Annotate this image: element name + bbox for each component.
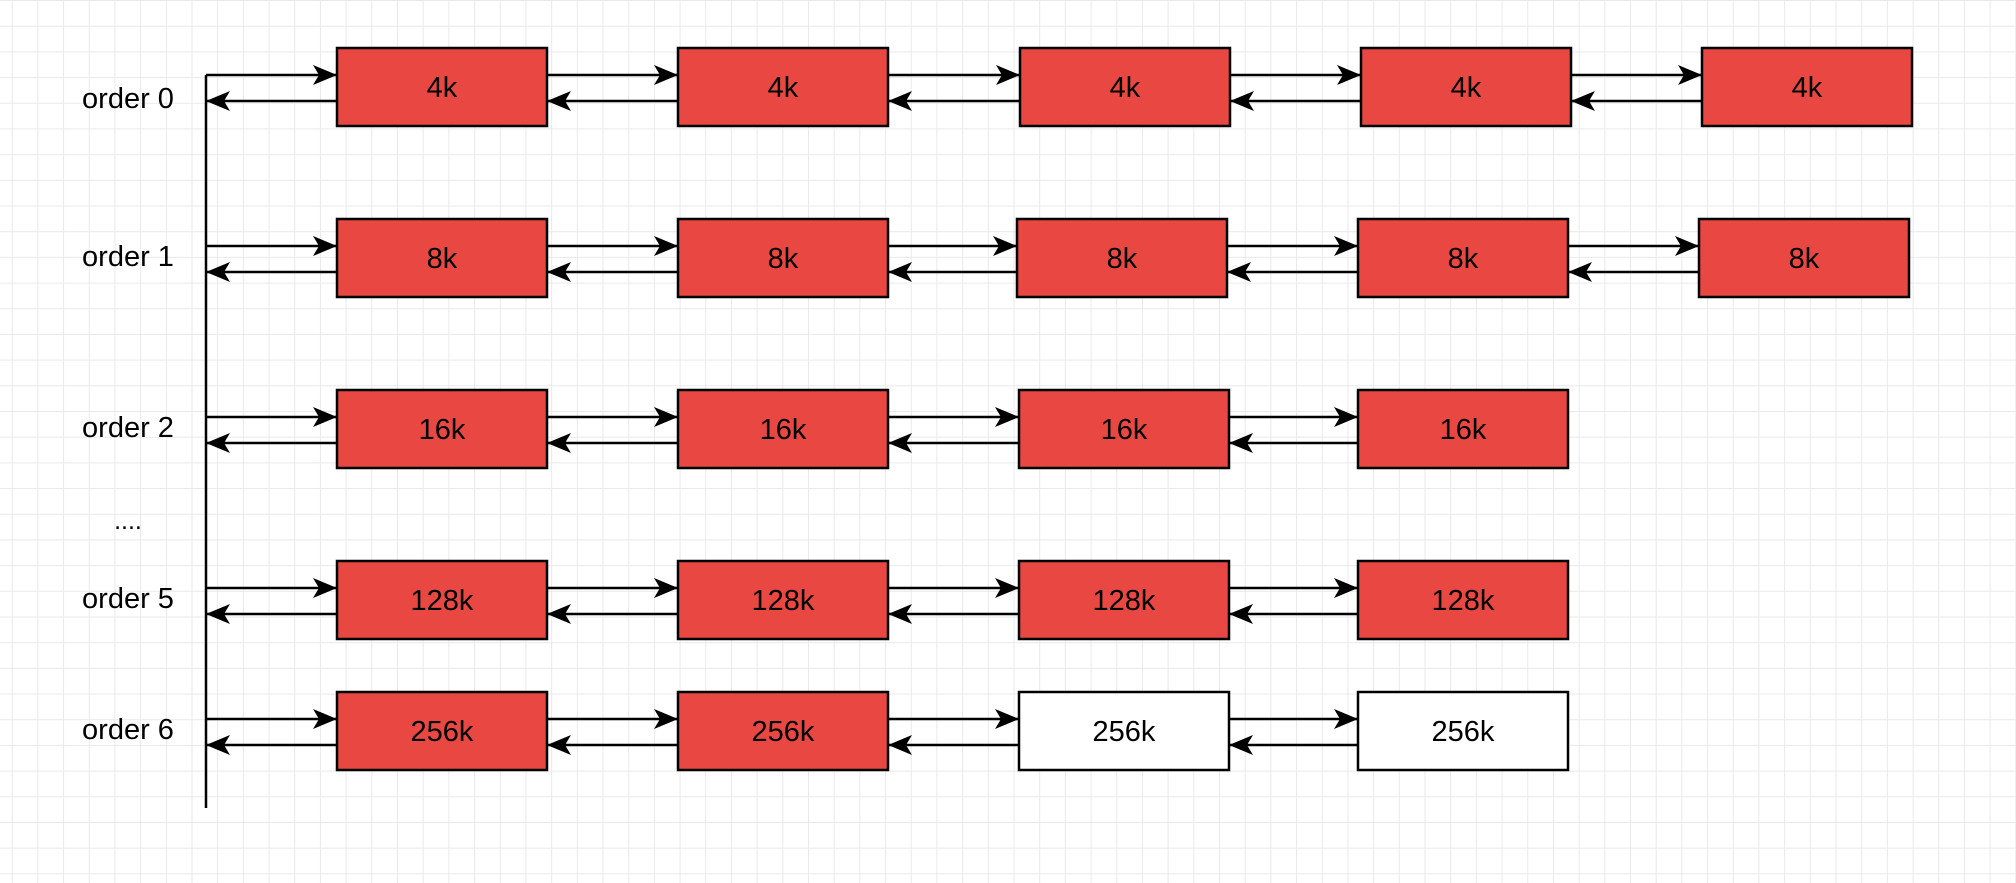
memory-block — [1356, 388, 1570, 470]
memory-block — [1700, 46, 1914, 128]
memory-block-size-label: 8k — [1448, 243, 1479, 275]
memory-block — [335, 559, 549, 641]
omitted-orders-ellipsis: .... — [114, 507, 142, 535]
memory-block — [676, 690, 890, 772]
memory-block-size-label: 128k — [1093, 585, 1156, 617]
memory-block — [335, 217, 549, 299]
memory-block-size-label: 4k — [1451, 72, 1482, 104]
memory-block-size-label: 128k — [411, 585, 474, 617]
memory-block-size-label: 8k — [427, 243, 458, 275]
memory-block-size-label: 4k — [427, 72, 458, 104]
row-label-order-6: order 6 — [82, 714, 174, 746]
memory-block-size-label: 128k — [752, 585, 815, 617]
memory-block — [676, 388, 890, 470]
free-list-row: 16k 16k 16k 16k — [206, 388, 1570, 470]
row-label-order-1: order 1 — [82, 241, 174, 273]
memory-block — [1015, 217, 1229, 299]
memory-block-size-label: 8k — [1107, 243, 1138, 275]
memory-block — [335, 46, 549, 128]
memory-block — [335, 388, 549, 470]
memory-block-size-label: 16k — [1101, 414, 1148, 446]
memory-block — [1018, 46, 1232, 128]
free-list-row: 8k 8k 8k 8k 8k — [206, 217, 1911, 299]
memory-block-size-label: 256k — [1093, 716, 1156, 748]
memory-block — [335, 690, 549, 772]
memory-block-size-label: 4k — [1792, 72, 1823, 104]
memory-block-size-label: 4k — [768, 72, 799, 104]
memory-block — [676, 559, 890, 641]
memory-block — [1697, 217, 1911, 299]
memory-block — [1017, 690, 1231, 772]
memory-block — [676, 46, 890, 128]
memory-block-size-label: 256k — [1432, 716, 1495, 748]
row-label-order-0: order 0 — [82, 83, 174, 115]
memory-block-size-label: 16k — [419, 414, 466, 446]
memory-block-size-label: 128k — [1432, 585, 1495, 617]
memory-block-size-label: 256k — [752, 716, 815, 748]
memory-block-size-label: 256k — [411, 716, 474, 748]
row-label-order-2: order 2 — [82, 412, 174, 444]
memory-block — [1017, 388, 1231, 470]
free-list-row: 128k 128k 128k 128k — [206, 559, 1570, 641]
memory-block-size-label: 16k — [760, 414, 807, 446]
memory-block-size-label: 8k — [768, 243, 799, 275]
memory-block — [1017, 559, 1231, 641]
memory-block — [1356, 559, 1570, 641]
memory-block — [1356, 690, 1570, 772]
free-list-row: 256k 256k 256k 256k — [206, 690, 1570, 772]
memory-block — [1359, 46, 1573, 128]
memory-block — [676, 217, 890, 299]
memory-block-size-label: 4k — [1110, 72, 1141, 104]
free-list-row: 4k 4k 4k 4k 4k — [206, 46, 1914, 128]
row-label-order-5: order 5 — [82, 583, 174, 615]
memory-block-size-label: 8k — [1789, 243, 1820, 275]
memory-block-size-label: 16k — [1440, 414, 1487, 446]
memory-block — [1356, 217, 1570, 299]
